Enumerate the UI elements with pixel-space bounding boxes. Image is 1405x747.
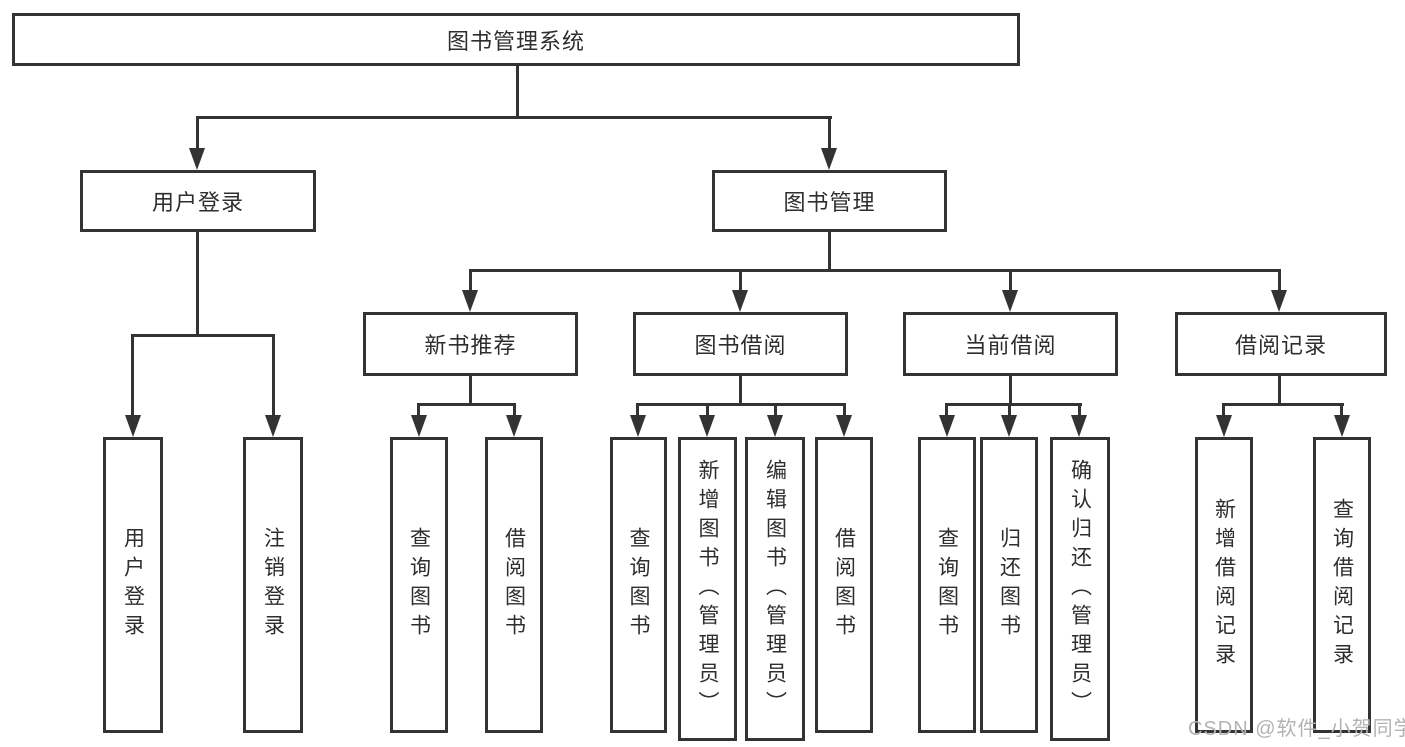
leaf-label: 用户登录 [121, 527, 145, 643]
leaf-label: 借阅图书 [832, 527, 856, 643]
leaf-edit-book-admin: 编辑图书（管理员） [745, 437, 805, 741]
leaf-add-book-admin: 新增图书（管理员） [678, 437, 737, 741]
connector-level2-hline [196, 116, 832, 119]
node-library-management-system: 图书管理系统 [12, 13, 1020, 66]
connector-stem-leaf-user-login [131, 334, 134, 416]
arrowhead-borrowing-records [1271, 290, 1287, 312]
connector-stem-current-borrowing [1009, 269, 1012, 292]
node-label: 借阅记录 [1234, 333, 1327, 358]
node-label: 当前借阅 [964, 333, 1057, 358]
watermark: CSDN @软件_小贺同学 [1188, 718, 1405, 740]
leaf-label: 新增图书（管理员） [696, 458, 719, 720]
leaf-label: 确认归还（管理员） [1068, 458, 1092, 720]
leaf-query-books-recommend: 查询图书 [390, 437, 448, 733]
connector-g4-stem1 [945, 403, 948, 416]
leaf-label: 查询图书 [627, 527, 650, 643]
leaf-borrow-books-borrowing: 借阅图书 [815, 437, 873, 733]
connector-g4-trunk [1009, 376, 1012, 406]
node-user-login: 用户登录 [80, 170, 316, 232]
leaf-query-borrowing-record: 查询借阅记录 [1313, 437, 1371, 733]
connector-user-login-hline [131, 334, 275, 337]
node-label: 图书管理系统 [446, 28, 585, 54]
arrowhead-g3-leaf1 [630, 415, 646, 437]
arrowhead-g4-leaf1 [939, 415, 955, 437]
arrowhead-book-borrowing [732, 290, 748, 312]
connector-g2-stem1 [417, 403, 420, 416]
connector-user-login-trunk [196, 231, 199, 336]
leaf-label: 借阅图书 [502, 527, 526, 643]
connector-stem-new-book [469, 269, 472, 292]
leaf-label: 查询借阅记录 [1330, 498, 1354, 672]
connector-g4-hline [945, 403, 1082, 406]
leaf-label: 查询图书 [935, 527, 959, 643]
arrowhead-book-management [821, 148, 837, 170]
arrowhead-new-book [462, 290, 478, 312]
arrowhead-g2-leaf2 [506, 415, 522, 437]
node-label: 图书管理 [783, 190, 876, 215]
node-label: 新书推荐 [424, 333, 517, 358]
leaf-label: 编辑图书（管理员） [763, 458, 787, 720]
connector-g2-hline [417, 403, 516, 406]
node-label: 用户登录 [151, 190, 244, 215]
leaf-label: 注销登录 [261, 527, 285, 643]
connector-g5-stem2 [1340, 403, 1343, 416]
node-borrowing-records: 借阅记录 [1175, 312, 1387, 376]
leaf-label: 归还图书 [997, 527, 1021, 643]
leaf-label: 新增借阅记录 [1212, 498, 1236, 672]
connector-g3-stem3 [774, 403, 777, 416]
arrowhead-g4-leaf2 [1001, 415, 1017, 437]
connector-stem-book-management [828, 116, 831, 149]
leaf-query-books-borrowing: 查询图书 [610, 437, 667, 733]
leaf-return-books: 归还图书 [980, 437, 1038, 733]
arrowhead-g5-leaf1 [1216, 415, 1232, 437]
leaf-confirm-return-admin: 确认归还（管理员） [1050, 437, 1110, 741]
connector-g2-stem2 [513, 403, 516, 416]
arrowhead-g3-leaf4 [836, 415, 852, 437]
connector-book-management-trunk [828, 231, 831, 272]
arrowhead-current-borrowing [1002, 290, 1018, 312]
connector-g2-trunk [469, 376, 472, 406]
connector-stem-borrowing-records [1278, 269, 1281, 292]
connector-g3-trunk [739, 376, 742, 406]
arrowhead-g3-leaf3 [767, 415, 783, 437]
connector-g4-stem2 [1008, 403, 1011, 416]
leaf-add-borrowing-record: 新增借阅记录 [1195, 437, 1253, 733]
connector-g4-stem3 [1078, 403, 1081, 416]
arrowhead-leaf-user-login [125, 415, 141, 437]
connector-root-trunk [516, 65, 519, 119]
connector-stem-leaf-logout [272, 334, 275, 416]
connector-g3-stem2 [706, 403, 709, 416]
connector-level3-hline [469, 269, 1281, 272]
node-current-borrowing: 当前借阅 [903, 312, 1118, 376]
leaf-label: 查询图书 [407, 527, 431, 643]
leaf-user-login: 用户登录 [103, 437, 163, 733]
connector-g3-stem1 [636, 403, 639, 416]
connector-g3-hline [636, 403, 846, 406]
connector-g5-hline [1222, 403, 1344, 406]
node-label: 图书借阅 [694, 333, 787, 358]
node-book-management: 图书管理 [712, 170, 947, 232]
arrowhead-g4-leaf3 [1071, 415, 1087, 437]
arrowhead-g2-leaf1 [411, 415, 427, 437]
node-new-book-recommendation: 新书推荐 [363, 312, 578, 376]
connector-g3-stem4 [843, 403, 846, 416]
node-book-borrowing: 图书借阅 [633, 312, 848, 376]
leaf-logout-login: 注销登录 [243, 437, 303, 733]
connector-stem-book-borrowing [739, 269, 742, 292]
arrowhead-g3-leaf2 [699, 415, 715, 437]
arrowhead-g5-leaf2 [1334, 415, 1350, 437]
leaf-query-books-current: 查询图书 [918, 437, 976, 733]
connector-g5-stem1 [1222, 403, 1225, 416]
arrowhead-user-login [189, 148, 205, 170]
connector-stem-user-login [196, 116, 199, 149]
connector-g5-trunk [1278, 376, 1281, 406]
leaf-borrow-books-recommend: 借阅图书 [485, 437, 543, 733]
arrowhead-leaf-logout [265, 415, 281, 437]
